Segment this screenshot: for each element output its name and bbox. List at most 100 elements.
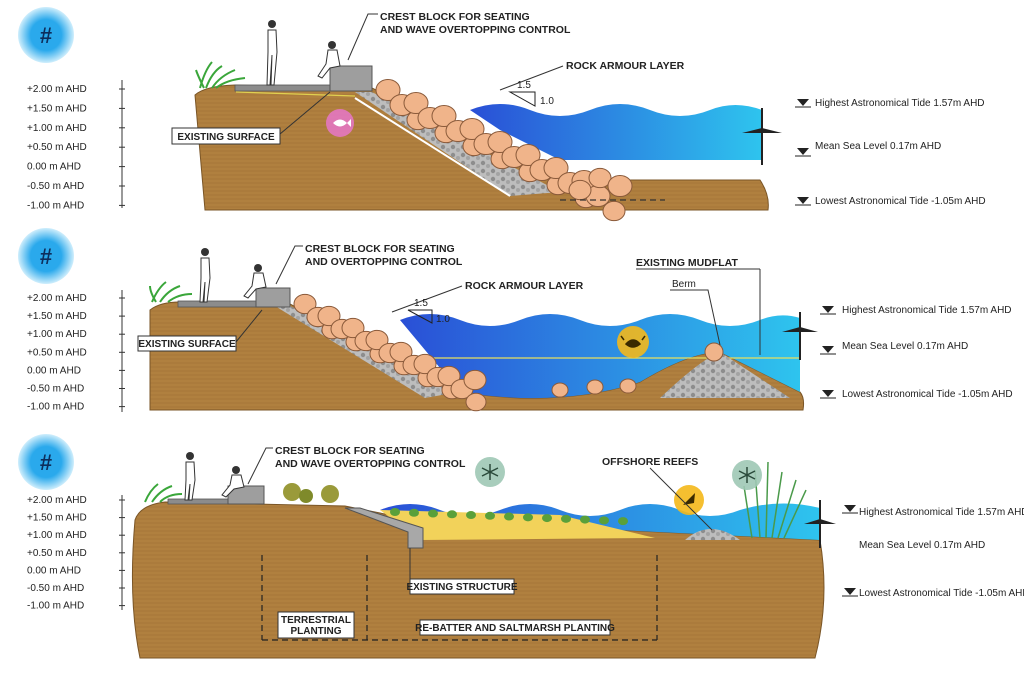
rebatter-label: RE-BATTER AND SALTMARSH PLANTING <box>415 623 615 634</box>
tide-levels: Highest Astronomical Tide 1.57m AHD Mean… <box>842 505 1024 599</box>
saltmarsh-plant <box>504 512 514 521</box>
level-tick-label: +0.50 m AHD <box>27 142 87 153</box>
level-tick-label: +0.50 m AHD <box>27 548 87 559</box>
person-sitting-icon <box>317 41 341 79</box>
person-sitting-icon <box>243 264 267 299</box>
rock-boulder <box>459 117 485 141</box>
berm-label: Berm <box>672 279 696 290</box>
saltmarsh-plant <box>561 514 571 523</box>
saltmarsh-plant <box>428 509 438 518</box>
sand-batter <box>380 510 655 540</box>
level-tick-label: -1.00 m AHD <box>27 601 84 612</box>
crest-label-line1: CREST BLOCK FOR SEATING <box>305 243 455 255</box>
saltmarsh-plant <box>390 508 400 516</box>
saltmarsh-plant <box>447 510 457 519</box>
shrub-icon <box>144 483 183 503</box>
slope-rise: 1.0 <box>540 96 554 107</box>
tide-msl: Mean Sea Level 0.17m AHD <box>815 141 941 152</box>
tide-msl: Mean Sea Level 0.17m AHD <box>859 540 985 551</box>
hash-badge <box>18 7 74 63</box>
level-tick-label: -0.50 m AHD <box>27 384 84 395</box>
rock-boulder <box>515 143 541 167</box>
level-tick-label: +2.00 m AHD <box>27 495 87 506</box>
path <box>234 84 336 92</box>
rock-boulder <box>588 167 612 189</box>
rock-boulder <box>403 91 429 115</box>
rock-boulder <box>365 329 389 351</box>
tide-lat: Lowest Astronomical Tide -1.05m AHD <box>859 588 1024 599</box>
crest-label-line1: CREST BLOCK FOR SEATING <box>380 11 530 23</box>
rock-boulder <box>375 78 401 102</box>
tide-lat: Lowest Astronomical Tide -1.05m AHD <box>842 389 1013 400</box>
bush-icon <box>283 483 339 503</box>
rock-armour-label: ROCK ARMOUR LAYER <box>566 60 685 72</box>
terrestrial-box <box>277 611 355 639</box>
level-tick-label: +1.00 m AHD <box>27 329 87 340</box>
slope-run: 1.5 <box>414 298 428 309</box>
saltmarsh-plant <box>466 511 476 520</box>
level-tick-label: -0.50 m AHD <box>27 181 84 192</box>
hash-badge <box>18 228 74 284</box>
rock-boulder <box>586 379 604 395</box>
rock-armour <box>375 78 633 222</box>
saltmarsh-plant <box>618 517 628 526</box>
level-tick-label: +1.50 m AHD <box>27 513 87 524</box>
rock-boulder <box>413 353 437 375</box>
rock-boulder <box>465 392 487 412</box>
rock-boulder <box>317 305 341 327</box>
tide-levels: Highest Astronomical Tide 1.57m AHD Mean… <box>820 305 1013 400</box>
tide-hat: Highest Astronomical Tide 1.57m AHD <box>842 305 1012 316</box>
panel-1-rock-revetment: # +2.00 m AHD+1.50 m AHD+1.00 m AHD+0.50… <box>18 7 986 222</box>
rock-boulder <box>463 369 487 391</box>
level-tick-label: +1.00 m AHD <box>27 123 87 134</box>
rock-boulder <box>487 130 513 154</box>
crest-block <box>329 65 373 92</box>
rock-boulder <box>293 293 317 315</box>
water <box>400 314 800 399</box>
hash-symbol: # <box>40 244 52 269</box>
level-scale: +2.00 m AHD +1.50 m AHD +1.00 m AHD +0.50 m… <box>27 80 125 211</box>
level-tick-label: +2.00 m AHD <box>27 293 87 304</box>
saltmarsh-plant <box>409 508 419 517</box>
hash-symbol: # <box>40 450 52 475</box>
level-tick-label: 0.00 m AHD <box>27 365 81 376</box>
existing-surface-label: EXISTING SURFACE <box>177 132 275 143</box>
rock-boulder <box>619 378 637 394</box>
terrestrial-label-line1: TERRESTRIAL <box>281 615 351 626</box>
rock-boulder <box>543 156 569 180</box>
level-tick-label: +0.50 m AHD <box>27 347 87 358</box>
tide-lat: Lowest Astronomical Tide -1.05m AHD <box>815 196 986 207</box>
crest-block <box>255 287 291 308</box>
rock-boulder <box>341 317 365 339</box>
level-tick-label: +1.50 m AHD <box>27 103 87 114</box>
saltmarsh-plant <box>542 514 552 523</box>
existing-surface-box <box>171 127 281 145</box>
saltmarsh-plant <box>580 515 590 524</box>
level-tick-label: -1.00 m AHD <box>27 402 84 413</box>
rock-armour <box>293 293 637 412</box>
level-tick-label: +1.00 m AHD <box>27 530 87 541</box>
tide-hat: Highest Astronomical Tide 1.57m AHD <box>859 507 1024 518</box>
shrub-icon <box>195 61 246 89</box>
saltmarsh-plants <box>390 508 628 526</box>
rock-boulder <box>431 104 457 128</box>
shrub-icon <box>149 281 193 303</box>
rock-boulder <box>568 179 592 201</box>
rock-boulder <box>607 174 633 198</box>
level-tick-label: +2.00 m AHD <box>27 84 87 95</box>
level-scale: +2.00 m AHD+1.50 m AHD+1.00 m AHD+0.50 m… <box>27 290 125 413</box>
slope-rise: 1.0 <box>436 314 450 325</box>
path <box>167 498 229 505</box>
slope-run: 1.5 <box>517 80 531 91</box>
existing-structure <box>344 507 424 549</box>
level-tick-label: -0.50 m AHD <box>27 583 84 594</box>
offshore-reef <box>685 529 740 540</box>
hash-badge <box>18 434 74 490</box>
existing-structure-label: EXISTING STRUCTURE <box>406 582 517 593</box>
saltmarsh-plant <box>599 516 609 525</box>
existing-surface-label: EXISTING SURFACE <box>138 339 236 350</box>
rebatter-box <box>419 619 611 636</box>
rock-boulder <box>551 382 569 398</box>
path <box>177 300 259 308</box>
crest-label-line2: AND WAVE OVERTOPPING CONTROL <box>275 458 466 470</box>
